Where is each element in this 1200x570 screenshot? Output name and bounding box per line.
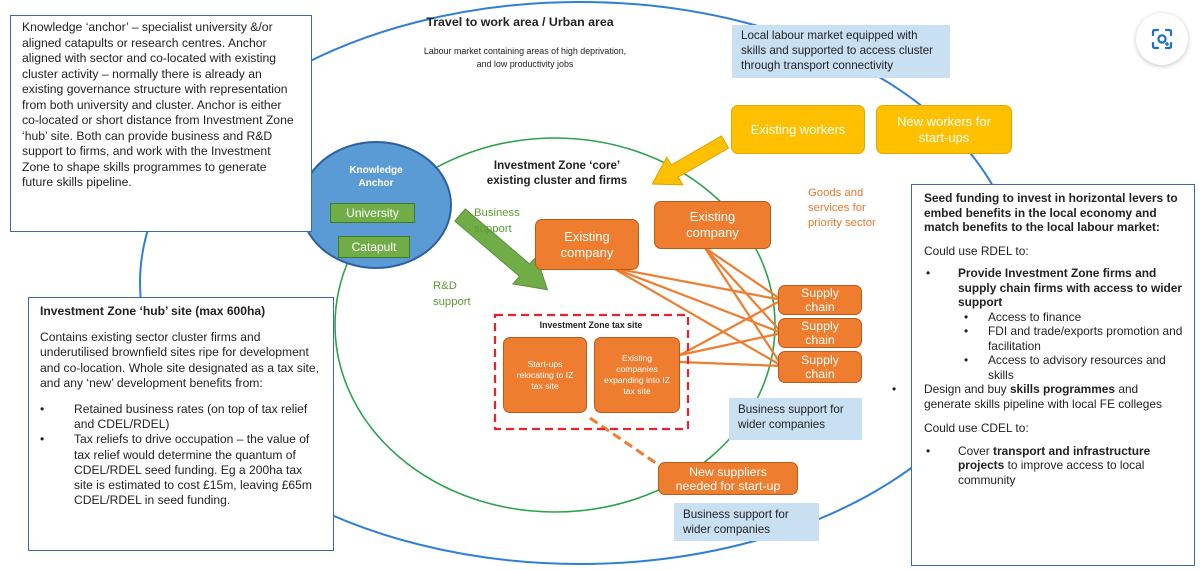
travel-area-desc-line1: Labour market containing areas of high d… <box>423 46 627 56</box>
cdel-intro: Could use CDEL to: <box>924 421 1029 435</box>
business-support-label: Business support <box>474 207 520 235</box>
rdel-sublist: Access to finance FDI and trade/exports … <box>958 310 1184 383</box>
hub-bullet-1: Retained business rates (on top of tax r… <box>40 402 323 432</box>
existing-workers-box: Existing workers <box>731 105 865 154</box>
travel-area-desc-line2: and low productivity jobs <box>476 59 574 69</box>
cdel-list: Cover transport and infrastructure proje… <box>924 444 1184 488</box>
travel-area-title: Travel to work area / Urban area <box>426 15 614 29</box>
seed-title: Seed funding to invest in horizontal lev… <box>924 191 1178 234</box>
rdel-bullet-1: Provide Investment Zone firms and supply… <box>924 266 1184 382</box>
rdel-sub-3: Access to advisory resources and skills <box>958 353 1184 382</box>
new-suppliers-box: New suppliers needed for start-up <box>658 462 798 495</box>
existing-company-2: Existing company <box>654 201 771 249</box>
lens-search-icon <box>1151 28 1173 50</box>
startups-box: Start-ups relocating to IZ tax site <box>503 337 587 413</box>
tax-site-dashed-box <box>493 313 690 431</box>
hub-site-bullets: Retained business rates (on top of tax r… <box>40 402 323 508</box>
hub-site-title: Investment Zone ‘hub’ site (max 600ha) <box>40 304 266 318</box>
hub-bullet-2: Tax reliefs to drive occupation – the va… <box>40 432 323 508</box>
new-workers-box: New workers for start-ups <box>876 105 1012 154</box>
rdel-b2-bold: skills programmes <box>1009 382 1116 396</box>
rdel-b2-post: and generate skills pipeline with local … <box>924 382 1162 411</box>
seed-funding-box: Seed funding to invest in horizontal lev… <box>892 184 1195 566</box>
hub-site-box: Investment Zone ‘hub’ site (max 600ha) C… <box>28 297 334 551</box>
cdel-bullet-1: Cover transport and infrastructure proje… <box>924 444 1184 488</box>
supply-chain-3: Supply chain <box>778 351 862 383</box>
support-arrow <box>454 208 549 291</box>
tax-site-title: Investment Zone tax site <box>539 320 643 330</box>
knowledge-anchor-title: Knowledge Anchor <box>349 165 403 189</box>
anchor-description-box: Knowledge ‘anchor’ – specialist universi… <box>10 15 312 232</box>
anchor-description-text: Knowledge ‘anchor’ – specialist universi… <box>22 20 294 189</box>
rdel-bullet-1-text: Provide Investment Zone firms and supply… <box>958 266 1183 309</box>
iz-core-title: Investment Zone ‘core’ existing cluster … <box>486 159 628 187</box>
travel-area-desc: Labour market containing areas of high d… <box>380 45 670 71</box>
supply-chain-connectors <box>612 247 783 368</box>
supply-chain-1: Supply chain <box>778 285 862 315</box>
cdel-b1-post: to improve access to local community <box>958 458 1145 487</box>
supply-chain-2: Supply chain <box>778 318 862 348</box>
hub-site-body: Contains existing sector cluster firms a… <box>40 330 319 390</box>
business-support-wider-1: Business support for wider companies <box>729 398 862 440</box>
rdel-sub-2: FDI and trade/exports promotion and faci… <box>958 324 1184 353</box>
rdel-sub-1: Access to finance <box>958 310 1184 325</box>
catapult-box: Catapult <box>338 236 410 258</box>
existing-expanding-box: Existing companies expanding into IZ tax… <box>594 337 680 413</box>
lens-search-button[interactable] <box>1136 13 1188 65</box>
rdel-intro: Could use RDEL to: <box>924 243 1029 258</box>
university-box: University <box>330 203 415 223</box>
rdel-bullet-2: Design and buy skills programmes and gen… <box>890 382 1184 411</box>
workers-arrow <box>651 135 730 186</box>
labour-market-box: Local labour market equipped with skills… <box>732 25 950 78</box>
cdel-b1-bold: transport and infrastructure projects <box>958 443 1151 473</box>
rdel-list: Provide Investment Zone firms and supply… <box>892 266 1184 411</box>
cdel-b1-pre: Cover <box>958 443 994 458</box>
existing-company-1: Existing company <box>535 219 639 270</box>
rd-support-label: R&D support <box>433 280 471 308</box>
business-support-wider-2: Business support for wider companies <box>674 503 819 541</box>
goods-services-label: Goods and services for priority sector <box>808 187 876 229</box>
new-suppliers-connector <box>589 416 667 472</box>
rdel-b2-pre: Design and buy <box>924 382 1010 396</box>
